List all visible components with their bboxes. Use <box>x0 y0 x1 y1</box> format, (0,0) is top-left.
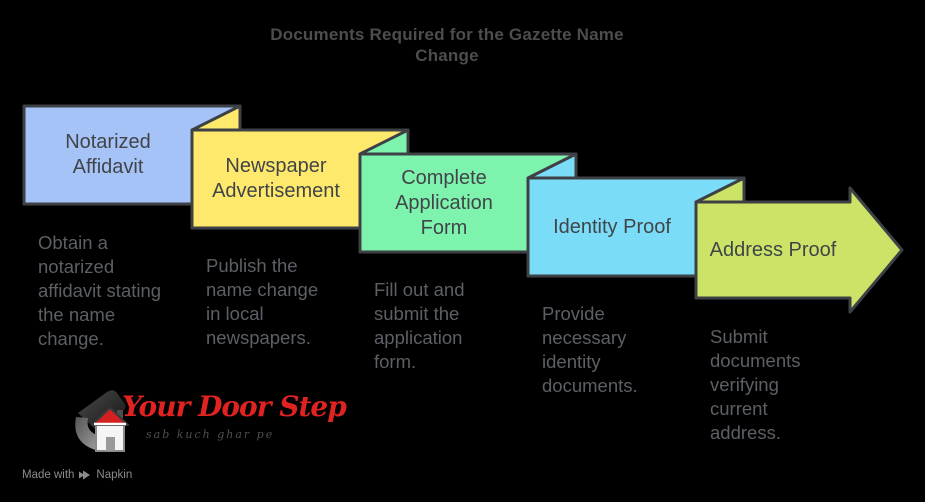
desc-line: Publish the <box>206 255 298 276</box>
title-line: Documents Required for the Gazette Name <box>270 25 624 44</box>
label-line: Address Proof <box>709 239 837 261</box>
made-with-text: Made with <box>22 469 75 481</box>
title-line: Change <box>415 46 479 65</box>
desc-line: name change <box>206 279 319 300</box>
label-line: Advertisement <box>212 180 340 202</box>
desc-line: notarized <box>38 256 115 277</box>
desc-line: application <box>374 327 463 348</box>
step-label-newspaper-advertisement: Newspaper Advertisement <box>192 154 360 204</box>
desc-line: the name <box>38 304 116 325</box>
desc-line: in local <box>206 303 264 324</box>
step-desc-identity-proof: Provide necessary identity documents. <box>542 302 638 398</box>
desc-line: Submit <box>710 326 768 347</box>
desc-line: Obtain a <box>38 232 108 253</box>
logo-wordmark: Your Door Step <box>122 390 347 423</box>
desc-line: documents <box>710 350 801 371</box>
desc-line: submit the <box>374 303 460 324</box>
your-door-step-logo: Your Door Step sab kuch ghar pe <box>70 386 347 460</box>
desc-line: change. <box>38 328 104 349</box>
label-line: Identity Proof <box>553 216 671 238</box>
desc-line: newspapers. <box>206 327 311 348</box>
step-shape-address-proof-arrow <box>694 176 904 314</box>
desc-line: identity <box>542 351 601 372</box>
step-label-address-proof: Address Proof <box>696 238 850 263</box>
label-line: Complete <box>401 167 487 189</box>
logo-tagline: sab kuch ghar pe <box>146 428 275 441</box>
step-shape-complete-application-form <box>358 128 578 254</box>
label-line: Form <box>420 217 468 239</box>
step-label-complete-application-form: Complete Application Form <box>360 166 528 241</box>
step-desc-newspaper-advertisement: Publish the name change in local newspap… <box>206 254 318 350</box>
desc-line: form. <box>374 351 417 372</box>
step-label-identity-proof: Identity Proof <box>528 215 696 240</box>
label-line: Affidavit <box>72 156 144 178</box>
step-desc-address-proof: Submit documents verifying current addre… <box>710 325 801 445</box>
napkin-icon <box>79 470 91 480</box>
step-label-notarized-affidavit: Notarized Affidavit <box>24 130 192 180</box>
desc-line: necessary <box>542 327 627 348</box>
desc-line: address. <box>710 422 781 443</box>
desc-line: affidavit stating <box>38 280 162 301</box>
desc-line: current <box>710 398 768 419</box>
house-icon <box>75 390 129 452</box>
label-line: Newspaper <box>225 155 327 177</box>
step-desc-notarized-affidavit: Obtain a notarized affidavit stating the… <box>38 231 161 351</box>
label-line: Application <box>395 192 493 214</box>
desc-line: Fill out and <box>374 279 465 300</box>
desc-line: Provide <box>542 303 605 324</box>
page-title: Documents Required for the Gazette Name … <box>147 24 747 66</box>
napkin-brand-text: Napkin <box>96 469 133 481</box>
step-shape-newspaper-advertisement <box>190 104 410 230</box>
desc-line: documents. <box>542 375 638 396</box>
step-desc-complete-application-form: Fill out and submit the application form… <box>374 278 465 374</box>
made-with-napkin-badge[interactable]: Made with Napkin <box>22 469 132 481</box>
desc-line: verifying <box>710 374 779 395</box>
label-line: Notarized <box>65 131 151 153</box>
